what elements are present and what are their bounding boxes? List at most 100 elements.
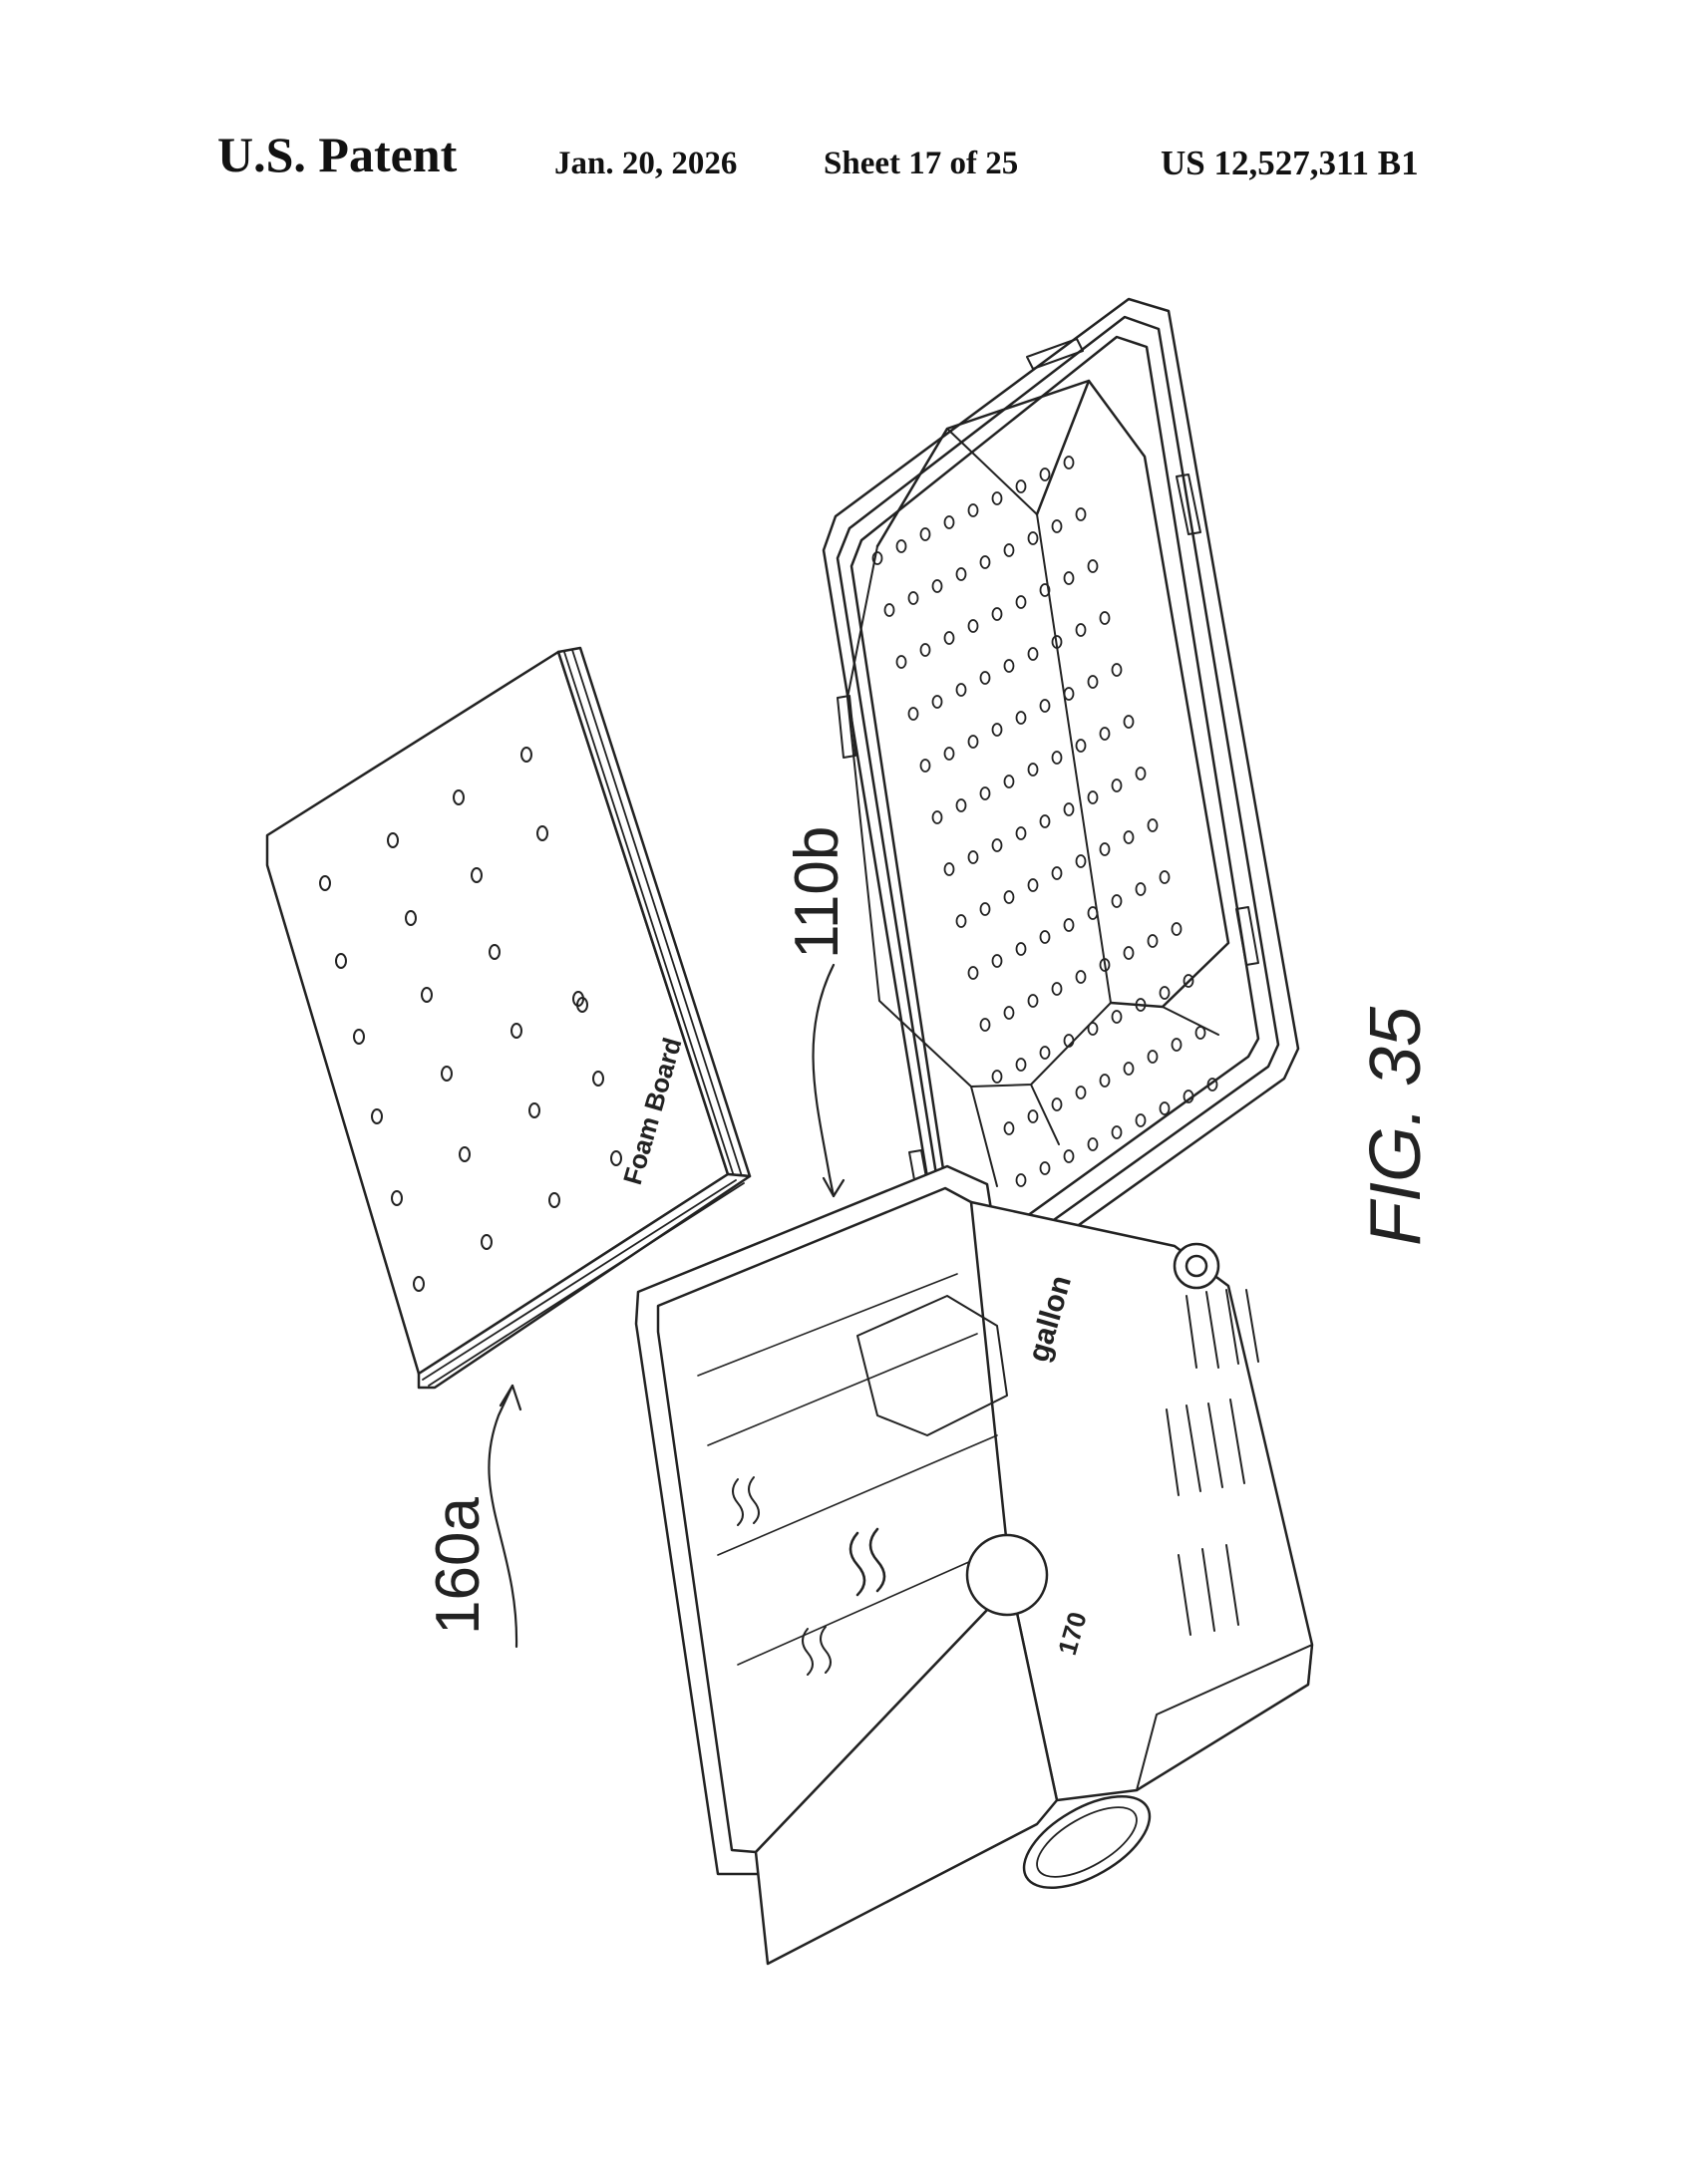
tray-hole bbox=[1075, 970, 1087, 984]
tray-hole bbox=[1123, 946, 1135, 960]
tray-holes bbox=[871, 456, 1218, 1187]
tray-hole bbox=[907, 707, 919, 721]
tray-hole bbox=[943, 631, 955, 645]
tray-hole bbox=[979, 786, 991, 800]
tray-hole bbox=[1051, 866, 1063, 880]
tray-hole bbox=[1075, 623, 1087, 637]
tray-hole bbox=[1111, 1125, 1123, 1139]
patent-header-date: Jan. 20, 2026 bbox=[554, 146, 738, 181]
container-drawing: gallon 170 bbox=[634, 1164, 1314, 1966]
tray-hole bbox=[1015, 1173, 1027, 1187]
tray-hole bbox=[991, 491, 1003, 505]
tray-hole bbox=[1111, 1010, 1123, 1024]
tray-hole bbox=[1159, 986, 1171, 1000]
tray-hole bbox=[967, 966, 979, 980]
tray-hole bbox=[919, 643, 931, 657]
tray-hole bbox=[895, 539, 907, 553]
reference-160a: 160a bbox=[424, 1497, 493, 1635]
tray-hole bbox=[1027, 878, 1039, 892]
tray-hole bbox=[1147, 934, 1159, 948]
patent-header-title: U.S. Patent bbox=[217, 127, 458, 182]
tray-hole bbox=[931, 695, 943, 709]
tray-hole bbox=[1087, 1022, 1099, 1036]
tray-hole bbox=[979, 902, 991, 916]
tray-hole bbox=[1159, 1101, 1171, 1115]
tray-hole bbox=[1039, 1046, 1051, 1060]
tray-hole bbox=[1003, 543, 1015, 557]
tray-hole bbox=[943, 515, 955, 529]
tray-hole bbox=[1015, 826, 1027, 840]
tray-hole bbox=[955, 914, 967, 928]
tray-hole bbox=[1123, 830, 1135, 844]
tray-hole bbox=[991, 607, 1003, 621]
tray-hole bbox=[979, 555, 991, 569]
tray-hole bbox=[1111, 894, 1123, 908]
tray-hole bbox=[1015, 1058, 1027, 1072]
foam-board-holes bbox=[319, 747, 622, 1292]
tray-hole bbox=[955, 683, 967, 697]
tray-hole bbox=[1039, 814, 1051, 828]
tray-hole bbox=[1171, 1038, 1183, 1052]
tray-hole bbox=[1063, 456, 1075, 469]
tray-hole bbox=[1015, 942, 1027, 956]
tray-hole bbox=[991, 954, 1003, 968]
tray-hole bbox=[991, 723, 1003, 737]
tray-hole bbox=[1051, 519, 1063, 533]
tray-hole bbox=[1063, 918, 1075, 932]
tray-hole bbox=[1075, 1086, 1087, 1099]
tray-hole bbox=[1051, 751, 1063, 765]
tray-hole bbox=[1063, 1034, 1075, 1048]
tray-hole bbox=[1123, 715, 1135, 729]
tray-hole bbox=[991, 838, 1003, 852]
tray-hole bbox=[1039, 1161, 1051, 1175]
tray-hole bbox=[1003, 1121, 1015, 1135]
tray-hole bbox=[1111, 779, 1123, 792]
tray-hole bbox=[1194, 1026, 1206, 1040]
tray-hole bbox=[1087, 906, 1099, 920]
tray-hole bbox=[1183, 974, 1194, 988]
tray-hole bbox=[1135, 1113, 1147, 1127]
tray-hole bbox=[1087, 1137, 1099, 1151]
tray-hole bbox=[1015, 711, 1027, 725]
tray-hole bbox=[1015, 595, 1027, 609]
tray-hole bbox=[967, 619, 979, 633]
tray-hole bbox=[1027, 531, 1039, 545]
patent-header-number: US 12,527,311 B1 bbox=[1161, 144, 1419, 182]
tray-hole bbox=[919, 527, 931, 541]
tray-hole bbox=[1075, 739, 1087, 753]
tray-hole bbox=[1135, 767, 1147, 780]
tray-hole bbox=[1063, 571, 1075, 585]
tray-hole bbox=[979, 671, 991, 685]
tray-hole bbox=[931, 810, 943, 824]
tray-hole bbox=[943, 862, 955, 876]
tray-hole bbox=[1135, 882, 1147, 896]
tray-hole bbox=[1099, 611, 1111, 625]
tray-hole bbox=[955, 567, 967, 581]
tray-hole bbox=[943, 747, 955, 761]
tray-hole bbox=[1099, 727, 1111, 741]
tray-hole bbox=[1015, 479, 1027, 493]
tray-hole bbox=[1123, 1062, 1135, 1076]
figure-caption: FIG. 35 bbox=[1356, 1006, 1436, 1246]
tray-hole bbox=[1099, 958, 1111, 972]
tray-hole bbox=[1087, 675, 1099, 689]
tray-hole bbox=[1039, 583, 1051, 597]
tray-hole bbox=[1039, 930, 1051, 944]
tray-hole bbox=[1051, 982, 1063, 996]
tray-hole bbox=[1171, 922, 1183, 936]
tray-hole bbox=[1003, 659, 1015, 673]
foam-board-drawing: Foam Board bbox=[265, 646, 752, 1390]
tray-hole bbox=[1051, 635, 1063, 649]
tray-hole bbox=[871, 551, 883, 565]
tray-hole bbox=[1099, 1074, 1111, 1088]
tray-hole bbox=[1099, 842, 1111, 856]
leader-110b bbox=[812, 963, 836, 1198]
tray-hole bbox=[967, 850, 979, 864]
tray-hole bbox=[955, 798, 967, 812]
tray-hole bbox=[967, 735, 979, 749]
reference-110b: 110b bbox=[783, 826, 851, 959]
tray-hole bbox=[1027, 763, 1039, 777]
tray-hole bbox=[1087, 790, 1099, 804]
tray-hole bbox=[1135, 998, 1147, 1012]
